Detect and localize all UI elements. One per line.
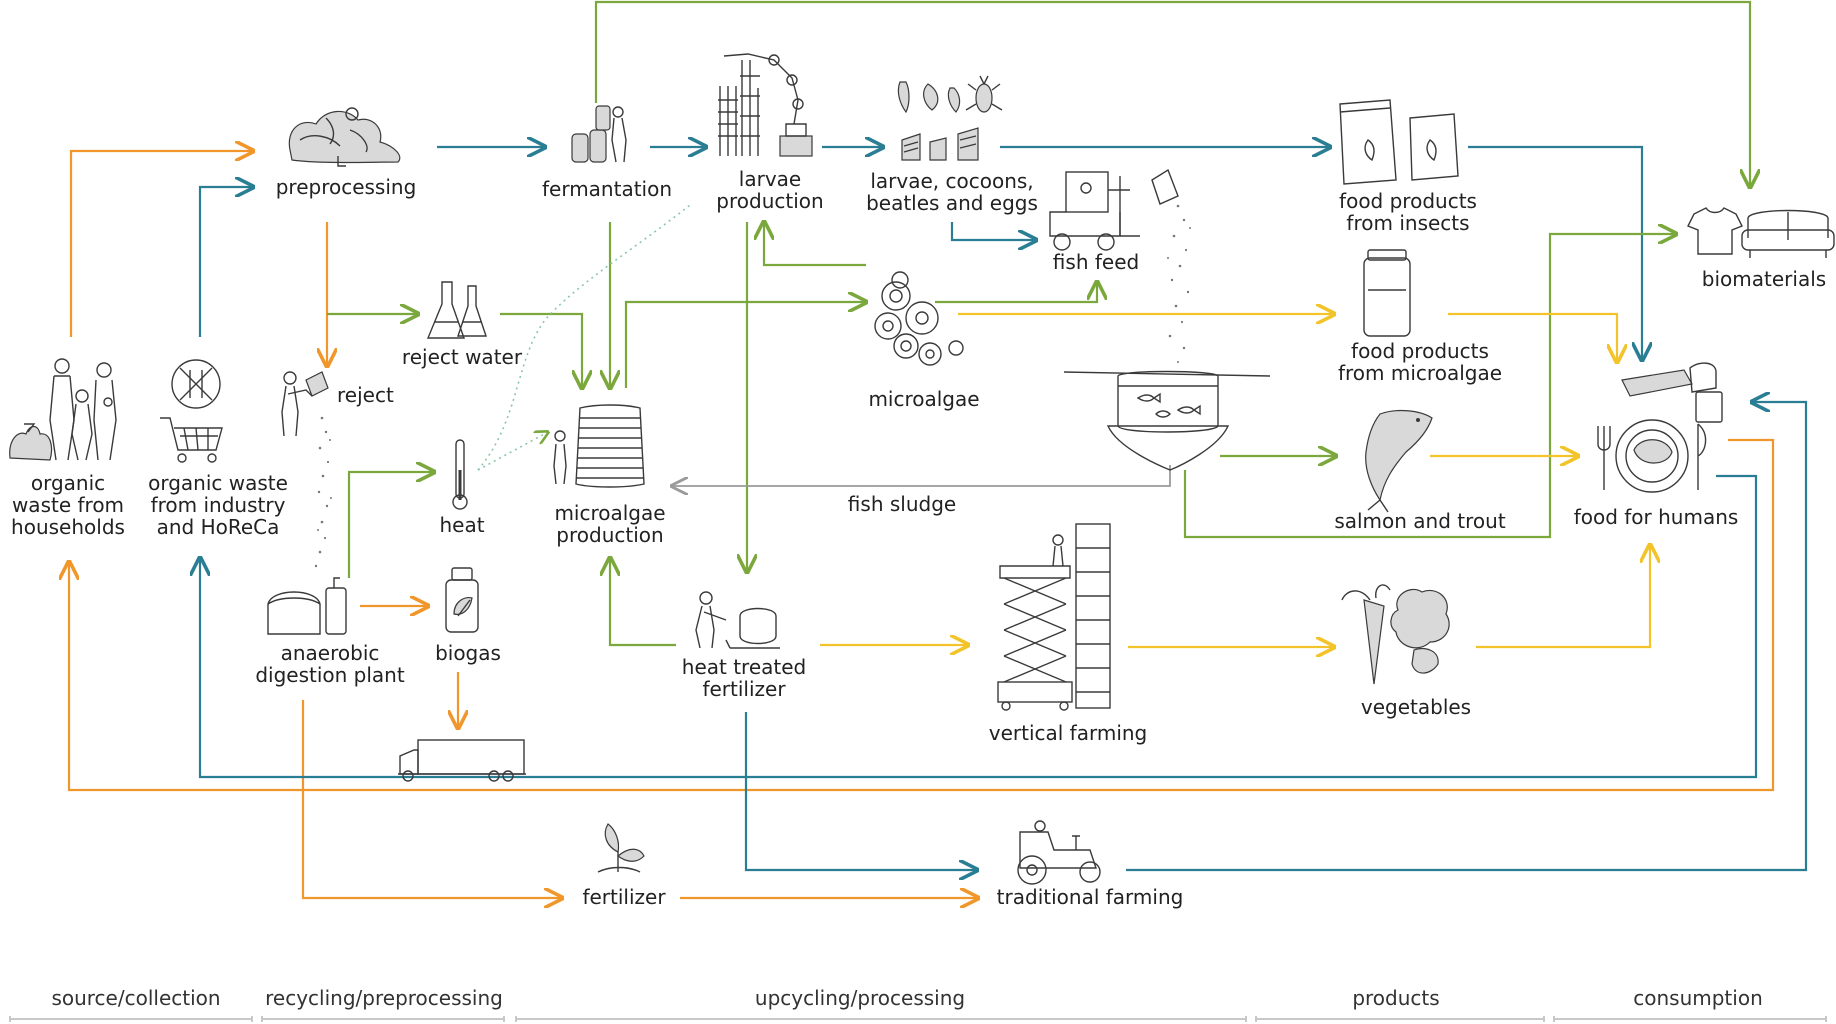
arrow-industry-preprocessing [198, 187, 253, 337]
teal-flows [198, 145, 1808, 872]
stage-bracket-recycling [261, 1016, 505, 1022]
stage-consumption: consumption [1633, 986, 1763, 1010]
arrow-digestion-fertilizer [301, 700, 562, 898]
packages-icon [901, 127, 979, 161]
label-fish-feed: fish feed [1052, 250, 1140, 274]
insects-icon [897, 75, 1003, 114]
label-heat-treated-fertilizer: heat treated fertilizer [681, 655, 807, 701]
sofa-icon [1741, 209, 1835, 258]
photobioreactor-icon [553, 404, 645, 488]
robot-arm-icon [718, 53, 813, 157]
algae-cells-icon [874, 271, 964, 366]
flasks-icon [426, 281, 487, 339]
yellow-flows [820, 314, 1650, 647]
garbage-bags-icon [9, 423, 53, 461]
label-reject: reject [337, 383, 394, 407]
arrow-consumption-industry [200, 474, 1758, 779]
label-food-microalgae: food products from microalgae [1337, 339, 1503, 385]
stage-bracket-source [9, 1016, 253, 1022]
arrow-microalgae-fish-feed [935, 282, 1097, 304]
arrow-fish-biomaterials [1183, 234, 1676, 539]
label-vegetables: vegetables [1360, 695, 1472, 719]
label-vertical-farming: vertical farming [988, 721, 1148, 745]
label-fermentation: fermantation [541, 177, 673, 201]
fish-feed-particles [1167, 204, 1191, 363]
vegetables-icon [1341, 584, 1450, 685]
label-anaerobic: anaerobic digestion plant [255, 641, 405, 687]
fish-sludge-flow [672, 465, 1171, 486]
salmon-icon [1365, 409, 1433, 513]
label-fish-sludge: fish sludge [847, 492, 957, 516]
stage-bracket-products [1255, 1016, 1545, 1022]
label-salmon-trout: salmon and trout [1334, 509, 1506, 533]
arrow-microalgae-larvae [764, 222, 866, 267]
label-heat: heat [439, 513, 485, 537]
arrow-microalgae-production-microalgae [624, 302, 866, 388]
shopping-cart-icon [160, 417, 223, 463]
green-flows [327, 0, 1750, 647]
label-food-insects: food products from insects [1339, 189, 1477, 235]
arrow-consumption-households [69, 438, 1775, 792]
label-fertilizer: fertilizer [582, 885, 666, 909]
arrow-fermentation-biomaterials [594, 0, 1750, 187]
arrow-vegetables-food-humans [1476, 545, 1650, 649]
stage-bracket-consumption [1553, 1016, 1827, 1022]
stage-products: products [1352, 986, 1440, 1010]
label-larvae-production: larvae production [716, 167, 824, 213]
tractor-icon [1017, 820, 1101, 885]
worker-reject-icon [281, 371, 329, 437]
orange-flows [69, 151, 1775, 898]
jar-icon [1363, 249, 1411, 337]
stage-upcycling-processing: upcycling/processing [754, 986, 966, 1010]
stage-source-collection: source/collection [51, 986, 221, 1010]
barrels-icon [571, 105, 627, 163]
arrow-households-preprocessing [69, 151, 253, 337]
dotted-heat-flow [477, 204, 691, 471]
gas-bottle-icon [445, 567, 479, 633]
arrow-traditional-farming-food-humans [1126, 402, 1808, 872]
vertical-farm-icon [997, 523, 1111, 711]
food-insects-packages-icon [1339, 99, 1459, 185]
fish-tank-icon [1063, 370, 1271, 471]
arrow-reject-water-microalgae-production [500, 312, 582, 388]
label-biomaterials: biomaterials [1701, 267, 1827, 291]
arrow-food-microalgae-food-humans [1448, 312, 1617, 362]
tshirt-icon [1687, 207, 1743, 255]
waste-pile-icon [288, 107, 401, 167]
label-preprocessing: preprocessing [275, 175, 417, 199]
label-microalgae-production: microalgae production [554, 501, 666, 547]
arrow-food-insects-food-humans [1468, 145, 1642, 360]
no-food-icon [171, 359, 221, 409]
label-industry: organic waste from industry and HoReCa [148, 471, 288, 539]
arrow-digestion-heat [347, 472, 434, 578]
dotted-heat-flow-end [477, 432, 548, 471]
stage-bracket-upcycling [515, 1016, 1247, 1022]
thermometer-icon [452, 439, 468, 510]
forklift-icon [1049, 168, 1179, 251]
truck-icon [398, 739, 526, 782]
meal-icon [1597, 362, 1723, 493]
stage-recycling-preprocessing: recycling/preprocessing [265, 986, 503, 1010]
sprout-icon [597, 823, 645, 873]
people-icon [49, 358, 117, 461]
arrow-heat-fertilizer-traditional-farming [744, 712, 977, 870]
fertilizer-pallet-icon [695, 591, 780, 649]
arrow-larvae-fish-feed [950, 222, 1036, 240]
label-households: organic waste from households [11, 471, 125, 539]
label-food-humans: food for humans [1573, 505, 1739, 529]
digester-icon [267, 577, 347, 635]
label-biogas: biogas [435, 641, 501, 665]
label-traditional-farming: traditional farming [996, 885, 1184, 909]
arrow-heat-fertilizer-microalgae-production [610, 558, 676, 647]
reject-particles [314, 416, 332, 568]
arrow-fish-sludge [672, 465, 1171, 486]
label-microalgae: microalgae [868, 387, 980, 411]
label-larvae-cocoons: larvae, cocoons, beatles and eggs [866, 169, 1038, 215]
label-reject-water: reject water [401, 345, 523, 369]
